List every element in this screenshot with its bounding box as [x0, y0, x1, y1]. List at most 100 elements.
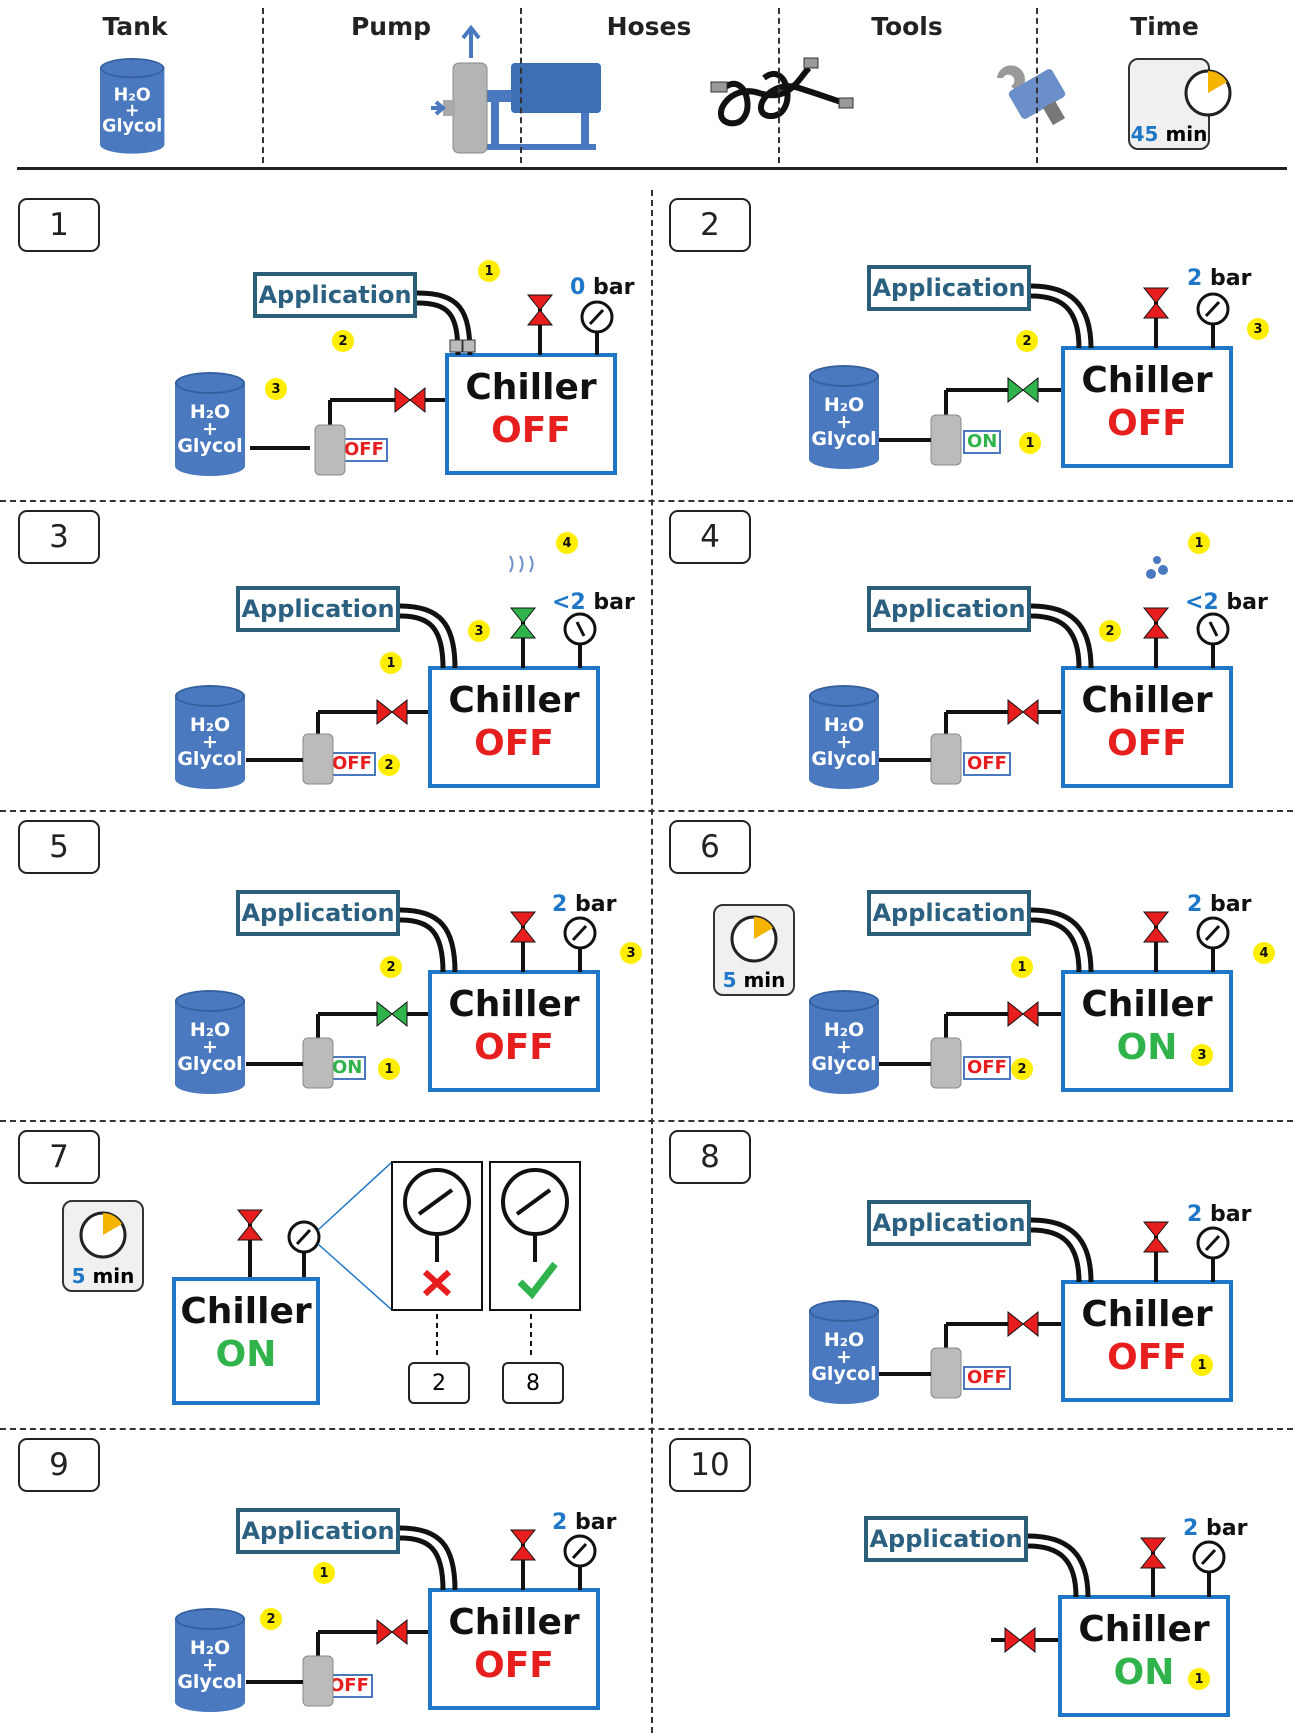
badge-2: 2 [378, 754, 400, 776]
step-number: 5 [18, 820, 100, 874]
badge-3: 3 [468, 620, 490, 642]
tank-icon: H₂O+Glycol [809, 685, 879, 789]
chiller-label: Chiller [465, 367, 597, 408]
badge-1: 1 [1011, 956, 1033, 978]
application-box: Application [236, 890, 400, 936]
badge-2: 2 [1099, 620, 1121, 642]
step-number: 2 [669, 198, 751, 252]
timer-icon: 5 min [713, 904, 795, 996]
step-9-piping [246, 1525, 597, 1707]
chiller-state: OFF [1107, 403, 1187, 444]
goto-step-fail: 2 [408, 1362, 470, 1404]
chiller-state: ON [1116, 1027, 1178, 1068]
legend-hoses-label: Hoses [606, 12, 692, 41]
tank-icon: H₂O+Glycol [175, 1608, 245, 1712]
step-4-piping [879, 556, 1230, 785]
step-number: 10 [669, 1438, 751, 1492]
pressure-label: 2 bar [552, 1510, 617, 1535]
application-box: Application [864, 1516, 1028, 1562]
chiller-state: OFF [491, 410, 571, 451]
chiller-label: Chiller [448, 984, 580, 1025]
step-number: 9 [18, 1438, 100, 1492]
legend-tools: Tools [778, 8, 1066, 163]
badge-3: 3 [1191, 1044, 1213, 1066]
chiller-state: ON [1113, 1652, 1175, 1693]
legend-time-value: 45 [1130, 122, 1159, 146]
hoses-icon [710, 57, 854, 127]
tank-icon: H₂O+Glycol [175, 372, 245, 476]
badge-1: 1 [478, 260, 500, 282]
header-legend: Tank H₂O+Glycol Pump Hoses [0, 0, 1293, 165]
chiller-label: Chiller [448, 1602, 580, 1643]
badge-4: 4 [1253, 942, 1275, 964]
application-box: Application [253, 272, 417, 318]
tank-h2o-text: H₂O [113, 84, 151, 105]
badge-4: 4 [556, 532, 578, 554]
step-8-piping [879, 1217, 1230, 1399]
step-7-gauge-check [236, 1161, 581, 1358]
badge-3: 3 [620, 942, 642, 964]
tank-icon: H₂O+Glycol [100, 58, 165, 154]
step-3-piping [246, 555, 597, 785]
chiller-label: Chiller [1081, 984, 1213, 1025]
badge-2: 2 [380, 956, 402, 978]
step-number: 7 [18, 1130, 100, 1184]
chiller-state: OFF [474, 723, 554, 764]
legend-tools-label: Tools [871, 12, 943, 41]
pressure-label: <2 bar [1185, 590, 1268, 615]
badge-1: 1 [313, 1562, 335, 1584]
badge-2: 2 [332, 330, 354, 352]
chiller-state: OFF [1107, 1337, 1187, 1378]
pressure-label: 2 bar [1187, 266, 1252, 291]
chiller-label: Chiller [1081, 680, 1213, 721]
tank-icon: H₂O+Glycol [809, 1300, 879, 1404]
chiller-label: Chiller [180, 1291, 312, 1332]
pressure-label: 2 bar [552, 892, 617, 917]
application-box: Application [236, 586, 400, 632]
step-number: 3 [18, 510, 100, 564]
step-2-piping [879, 283, 1230, 466]
chiller-label: Chiller [448, 680, 580, 721]
pump-state: OFF [328, 752, 376, 776]
step-number: 8 [669, 1130, 751, 1184]
legend-hoses: Hoses [520, 8, 854, 163]
tank-icon: H₂O+Glycol [175, 990, 245, 1094]
step-number: 4 [669, 510, 751, 564]
chiller-state: OFF [474, 1645, 554, 1686]
chiller-state: OFF [474, 1027, 554, 1068]
pump-icon [431, 24, 601, 154]
step-5-piping [246, 907, 597, 1089]
pressure-label: 2 bar [1183, 1516, 1248, 1541]
pump-state: OFF [963, 1056, 1011, 1080]
legend-time-label: Time [1130, 12, 1199, 41]
legend-tank: Tank H₂O+Glycol [15, 8, 255, 163]
pump-state: ON [328, 1056, 367, 1080]
badge-1: 1 [1191, 1354, 1213, 1376]
timer-icon: 45 min [1128, 58, 1232, 150]
pressure-label: <2 bar [552, 590, 635, 615]
chiller-label: Chiller [1081, 1294, 1213, 1335]
badge-1: 1 [1019, 432, 1041, 454]
legend-tank-label: Tank [102, 12, 168, 41]
badge-3: 3 [265, 378, 287, 400]
application-box: Application [867, 586, 1031, 632]
badge-2: 2 [1011, 1058, 1033, 1080]
chiller-state: OFF [1107, 723, 1187, 764]
step-number: 6 [669, 820, 751, 874]
